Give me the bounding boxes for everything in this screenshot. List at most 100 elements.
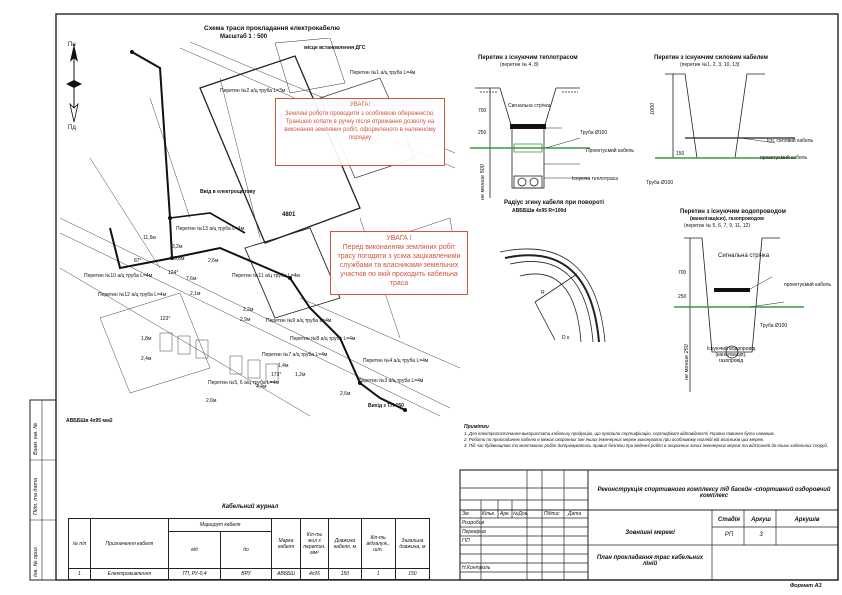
- tb-col-date: Дата: [568, 511, 582, 517]
- section4-label-cable: проектуємий кабель: [784, 282, 832, 288]
- section4-title: Перетин з існуючим водопроводом: [680, 209, 786, 215]
- cell: 150: [394, 568, 431, 580]
- tb-sheets-header: Аркушів: [794, 517, 820, 523]
- warning-title: УВАГА !: [386, 235, 412, 242]
- tb-role-gip: ГІП: [462, 538, 470, 544]
- dim: 1,2м: [295, 372, 306, 378]
- south-label: Пд: [68, 125, 76, 131]
- tb-role-checked: Перевірив: [462, 529, 486, 535]
- warning-title: УВАГА!: [349, 102, 371, 108]
- section2-label-pipe: Труба Ø100: [646, 180, 674, 186]
- col-from: від: [167, 530, 221, 570]
- warning-box-approval: УВАГА ! Перед виконанням земляних робіт …: [330, 231, 468, 295]
- col-total: Загальна довжина, м: [394, 517, 431, 570]
- dim: 2,2м: [243, 307, 254, 313]
- tb-stage-header: Стадія: [718, 517, 740, 523]
- tb-project: Реконструкція спортивного комплексу під …: [597, 487, 831, 499]
- col-purpose: Призначення кабеля: [89, 517, 169, 570]
- section4-drawing: [674, 237, 804, 392]
- plan-scale: Масштаб 1 : 500: [220, 34, 268, 40]
- tb-col-doc: №Док.: [513, 511, 529, 517]
- section1-label-pipe: Труба Ø100: [580, 130, 608, 136]
- journal-title: Кабельний журнал: [222, 504, 279, 510]
- warning-box-earthworks: УВАГА! Земляні роботи проводити з особли…: [275, 98, 445, 166]
- note-line: 2. Роботи по прокладанню кабелю в межах …: [464, 437, 765, 442]
- plan-label-crossing-12: Перетин №12 а/ц труба L=4м: [98, 292, 167, 298]
- dim: 87°: [134, 258, 142, 264]
- dim: 173°: [271, 372, 282, 378]
- plan-label-crossing-13: Перетин №13 а/ц труба L=4м: [176, 226, 245, 232]
- section3-title: Радіус згину кабеля при повороті: [504, 200, 605, 206]
- section2-drawing: [655, 73, 795, 159]
- dim: 3,2м: [172, 244, 183, 250]
- section3-drawing: [499, 248, 606, 343]
- plan-label-cable: АВББШв 4х95 мм2: [66, 418, 113, 424]
- note-line: 1. Для електропостачання використати каб…: [464, 431, 775, 436]
- tb-role-norm: Н.Контроль: [462, 565, 491, 571]
- section1-drawing: [470, 87, 590, 198]
- warning-text: Перед виконанням земляних робіт трасу по…: [337, 244, 461, 287]
- cell: 1: [360, 568, 396, 580]
- plan-label-entry: Ввід в електрощитову: [200, 189, 256, 195]
- tb-stage: РП: [724, 532, 734, 538]
- table-row: 1 Електроживлення ТП, РУ-0,4 ВРУ АВББШ 4…: [68, 568, 431, 580]
- tb-format: Формат А3: [790, 583, 822, 589]
- section2-label-cable: проектуємий кабель: [760, 155, 808, 161]
- plan-label-crossing-7: Перетин №7 а/ц труба L=4м: [262, 352, 328, 358]
- plan-label-crossing-10: Перетин №10 а/ц труба L=4м: [84, 273, 153, 279]
- section1-dim-700: 700: [478, 108, 487, 114]
- section4-subtitle-2: (перетин № 5, 6, 7, 9, 11, 12): [684, 223, 750, 229]
- dim: 2,9м: [240, 317, 251, 323]
- plan-label-crossing-9: Перетин №9 а/ц труба L=4м: [266, 318, 332, 324]
- tb-col-sign: Підпис: [544, 511, 560, 517]
- tb-col-qty: Кільк.: [482, 511, 496, 517]
- section4-dim-700: 700: [678, 270, 687, 276]
- section2-label-existing: Існ. силовий кабель: [767, 138, 814, 144]
- cell: Електроживлення: [89, 568, 169, 580]
- section4-label-existing: Існуючий водопровід (каналізація), газоп…: [706, 346, 756, 364]
- plan-label-crossing-8: Перетин №8 а/ц труба L=4м: [290, 336, 356, 342]
- plan-label-crossing-5-6: Перетин №5, 6 а/ц труба L=4м: [208, 380, 279, 386]
- section2-subtitle: (перетин №1, 2, 3, 10, 13): [680, 62, 740, 68]
- dim: 7,6м: [186, 276, 197, 282]
- section3-label-r: R: [541, 290, 545, 296]
- col-points: Кіл-ть відгалуж., шт.: [360, 517, 396, 570]
- section4-subtitle: (каналізацією), газопроводом: [690, 216, 764, 222]
- plan-label-crossing-2: Перетин №2 а/ц труба L=3м: [220, 88, 286, 94]
- tb-col-zm: Зм.: [462, 511, 470, 517]
- north-arrow-icon: [66, 44, 82, 123]
- dim: 1,4м: [278, 363, 289, 369]
- tb-sheet-name: Зовнішні мережі: [625, 530, 675, 536]
- plan-label-crossing-1: Перетин №1 а/ц труба L=4м: [350, 70, 416, 76]
- section1-label-tape: Сигнальна стрічка: [508, 103, 551, 109]
- section3-label-d: D к: [562, 335, 570, 341]
- warning-text: Земляні роботи проводити з особливою обе…: [284, 111, 436, 141]
- col-to: до: [219, 530, 273, 570]
- plan-label-exit: Вихід з ТП-150: [368, 403, 404, 409]
- dim: 11,5м: [143, 235, 156, 241]
- note-line: 3. Під час будівництва та монтажних робі…: [464, 443, 828, 448]
- section1-dim-250: 250: [478, 130, 487, 136]
- tb-role-developed: Розробив: [462, 520, 485, 526]
- north-label: Пн: [68, 42, 76, 48]
- dim: 123°: [160, 316, 171, 322]
- section4-label-tape: Сигнальна стрічка: [718, 253, 770, 259]
- section4-dim-250: 250: [678, 294, 687, 300]
- section3-subtitle: АВББШв 4х95 R=100d: [512, 208, 567, 214]
- dim: 2,4м: [141, 356, 152, 362]
- tb-drawing-name: План прокладання трас кабельних ліній: [596, 555, 704, 567]
- plan-building-number: 4801: [282, 212, 296, 218]
- section1-subtitle: (перетин № 4, 8): [500, 62, 539, 68]
- dim: 2,6м: [340, 391, 351, 397]
- section2-title: Перетин з існуючим силовим кабелем: [654, 55, 768, 61]
- dim: 5,8м: [174, 256, 185, 262]
- section1-label-heat: Існуюча теплотраса: [572, 176, 619, 182]
- notes-heading: Примітки: [464, 424, 489, 430]
- plan-label-crossing-3: Перетин №3 а/ц труба L=4м: [358, 378, 424, 384]
- col-cores: Кіл-ть жил х перетин, мм²: [299, 517, 330, 570]
- tb-sheet-header: Аркуш: [751, 517, 771, 523]
- plan-label-crossing-11: Перетин №11 а/ц труба L=4м: [232, 273, 300, 279]
- dim: 4,4м: [256, 384, 267, 390]
- tb-sheet: 3: [759, 532, 763, 538]
